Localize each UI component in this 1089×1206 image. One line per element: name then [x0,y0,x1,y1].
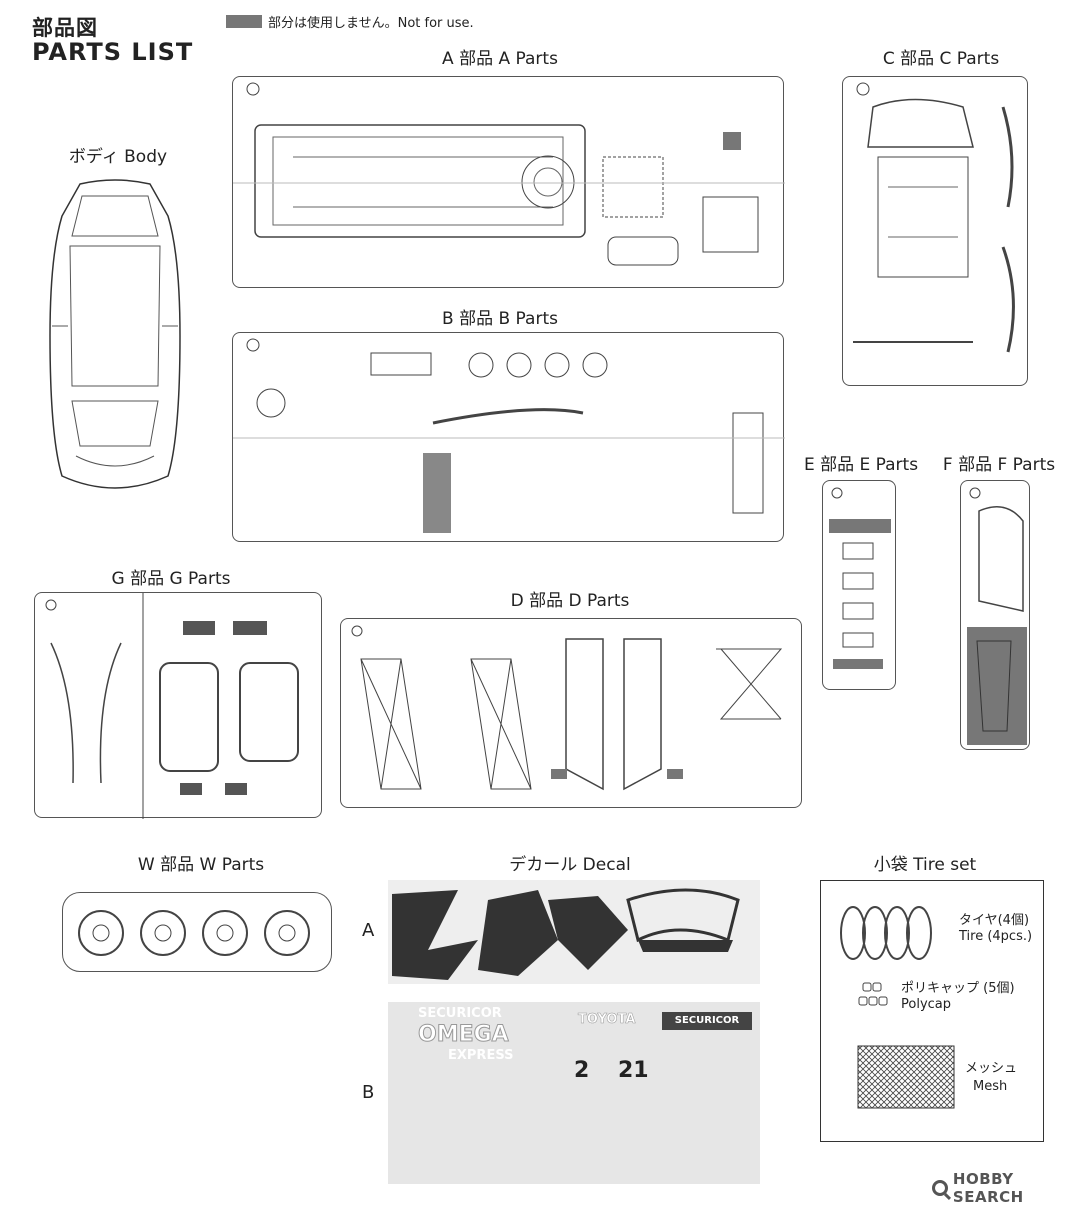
e-parts-label: E 部品 E Parts [803,455,919,475]
d-parts-drawing [351,625,783,791]
decal-b-text-1: SECURICOR [418,1006,502,1021]
tire-set-box: タイヤ(4個) Tire (4pcs.) ポリキャップ (5個) Polycap… [820,880,1044,1142]
decal-sheet-a [388,880,760,984]
mesh-label-jp: メッシュ [965,1061,1018,1076]
tire-icon [840,906,932,960]
d-parts-runner [340,618,802,808]
body-drawing [49,179,181,489]
decal-b-text-4: TOYOTA [578,1012,636,1028]
decal-sheet-b: SECURICOR OMEGA EXPRESS TOYOTA SECURICOR… [388,1002,760,1184]
b-parts-runner [232,332,785,542]
body-label: ボディ Body [68,147,168,167]
g-parts-drawing [45,593,299,819]
page-title-jp: 部品図 [32,16,98,40]
not-for-use-text: 部分は使用しません。Not for use. [268,16,474,31]
e-parts-runner [822,480,896,690]
c-parts-drawing [853,82,1015,353]
page-title-en: PARTS LIST [32,38,194,66]
polycap-label-jp: ポリキャップ (5個) [901,981,1015,996]
w-parts-label: W 部品 W Parts [137,855,265,875]
watermark: HOBBY SEARCH [932,1170,1089,1206]
w-parts-runner [62,892,332,972]
f-parts-label: F 部品 F Parts [942,455,1056,475]
e-parts-drawing [829,487,891,669]
not-for-use-note: 部分は使用しません。Not for use. [226,12,474,31]
d-parts-label: D 部品 D Parts [510,591,630,611]
decal-b-text-5: SECURICOR [662,1012,752,1030]
f-parts-drawing [967,487,1027,745]
a-parts-drawing [233,82,785,266]
g-parts-label: G 部品 G Parts [111,569,231,589]
tire-label-en: Tire (4pcs.) [959,929,1033,944]
decal-label: デカール Decal [509,855,631,875]
decal-sheet-a-letter: A [362,920,375,941]
g-parts-runner [34,592,322,819]
decal-b-text-3: EXPRESS [448,1048,514,1063]
decal-b-number-2: 2 [574,1058,590,1083]
w-parts-drawing [78,910,310,956]
a-parts-runner [232,76,785,288]
c-parts-label: C 部品 C Parts [882,49,1000,69]
polycap-icon [858,982,888,1006]
decal-b-number-21: 21 [618,1058,649,1083]
decal-sheet-a-drawing [392,888,740,980]
polycap-label-en: Polycap [901,997,952,1012]
b-parts-drawing [233,338,785,533]
f-parts-runner [960,480,1030,750]
decal-sheet-b-letter: B [362,1082,375,1103]
tire-label-jp: タイヤ(4個) [959,913,1030,928]
a-parts-label: A 部品 A Parts [442,49,558,69]
not-for-use-swatch [226,15,262,28]
mesh-label-en: Mesh [973,1079,1008,1094]
c-parts-runner [842,76,1028,386]
magnifier-icon [932,1180,948,1196]
mesh-icon [857,1045,955,1109]
watermark-text: HOBBY SEARCH [952,1170,1024,1206]
decal-b-text-2: OMEGA [418,1022,510,1048]
tire-set-label: 小袋 Tire set [873,855,977,875]
b-parts-label: B 部品 B Parts [442,309,558,329]
